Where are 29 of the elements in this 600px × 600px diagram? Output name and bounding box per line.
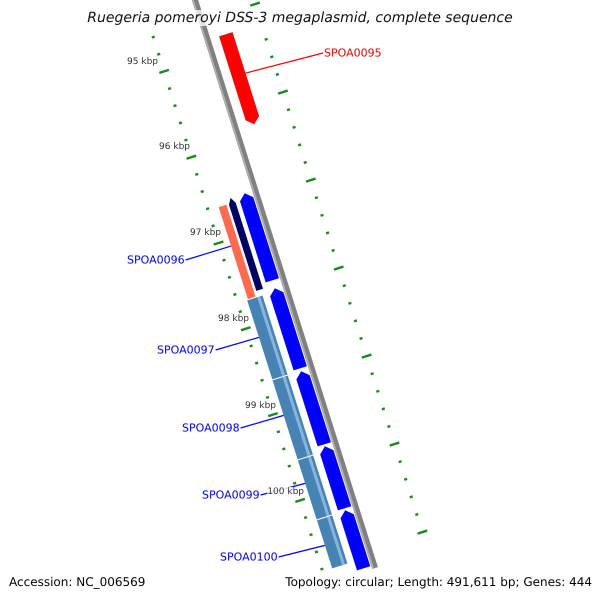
footer-text: Topology: circular; Length: 491,611 bp; Genes: 444 — [285, 574, 592, 590]
gene-bar — [317, 516, 348, 568]
scale-label: 99 kbp — [245, 401, 276, 411]
gene-label: SPOA0096 — [127, 254, 185, 266]
gene-label: SPOA0098 — [182, 422, 240, 434]
gene-feature — [340, 510, 370, 570]
leader-line — [278, 544, 326, 558]
gene-feature — [240, 193, 279, 282]
scale-label: 96 kbp — [159, 142, 190, 152]
gene-feature — [270, 288, 307, 370]
scale-label: 100 kbp — [267, 487, 304, 497]
gene-label: SPOA0100 — [220, 550, 278, 564]
gene-label: SPOA0099 — [202, 488, 260, 502]
footer-text: Accession: NC_006569 — [9, 574, 146, 590]
gene-feature — [296, 371, 331, 446]
leader-line — [185, 246, 232, 261]
scale-label: 98 kbp — [218, 314, 249, 324]
gene-feature — [320, 446, 352, 510]
scale-label: 97 kbp — [190, 228, 221, 238]
leader-line — [245, 52, 324, 74]
map-title: Ruegeria pomeroyi DSS-3 megaplasmid, complete sequence — [85, 10, 515, 26]
gene-feature — [229, 198, 263, 291]
leader-line — [215, 336, 260, 351]
gene-bar — [218, 204, 256, 300]
gene-label: SPOA0097 — [157, 344, 215, 356]
scale-label: 95 kbp — [127, 57, 158, 67]
leader-line — [240, 414, 284, 429]
gene-label: SPOA0095 — [324, 46, 382, 60]
gene-feature — [219, 32, 260, 124]
